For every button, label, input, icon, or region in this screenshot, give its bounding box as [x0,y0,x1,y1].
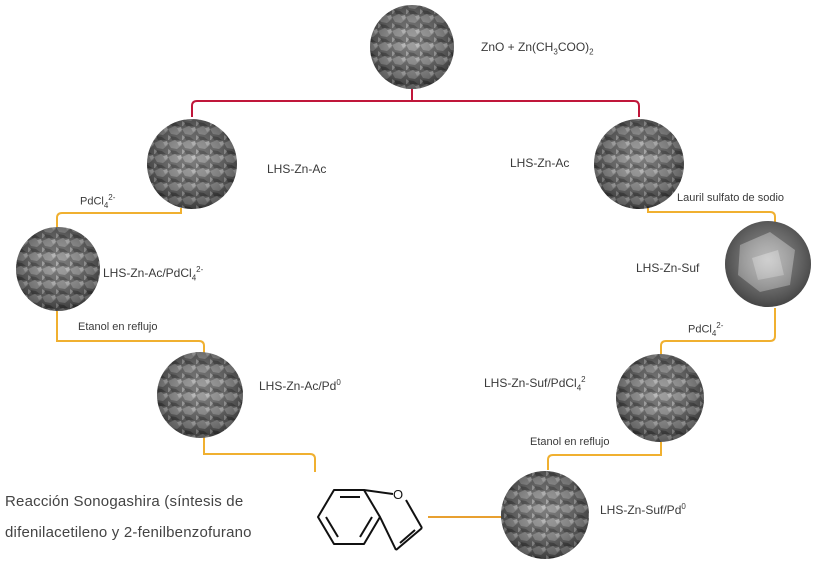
label-right-pdcl: LHS-Zn-Suf/PdCl42 [484,375,586,393]
oxygen-atom: O [393,487,404,502]
left-connectors [56,208,316,472]
label-right-suf: LHS-Zn-Suf [636,261,700,275]
label-start: ZnO + Zn(CH3COO)2 [481,40,594,57]
right-connectors [547,208,776,470]
sem-image-right-suf [725,221,811,307]
sem-image-left-ac [147,119,237,209]
caption-right-lauril: Lauril sulfato de sodio [677,192,785,204]
sem-image-start [370,5,454,89]
label-right-pd0: LHS-Zn-Suf/Pd0 [600,502,686,517]
caption-right-etanol: Etanol en reflujo [530,436,610,448]
sem-image-left-pdcl [16,227,100,311]
label-right-ac: LHS-Zn-Ac [510,156,570,170]
sem-image-left-pd0 [157,352,243,438]
reaction-line-2: difenilacetileno y 2-fenilbenzofurano [5,524,252,541]
label-left-ac: LHS-Zn-Ac [267,162,327,176]
caption-right-pdcl4: PdCl42- [688,321,724,338]
sem-image-right-pd0 [501,471,589,559]
caption-left-etanol: Etanol en reflujo [78,321,158,333]
sem-image-right-ac [594,119,684,209]
benzofuran-structure [317,489,423,551]
top-connector [191,88,640,117]
sem-image-right-pdcl [616,354,704,442]
label-left-pd0: LHS-Zn-Ac/Pd0 [259,378,341,393]
caption-left-pdcl4: PdCl42- [80,193,116,210]
reaction-line-1: Reacción Sonogashira (síntesis de [5,493,244,510]
label-left-pdcl: LHS-Zn-Ac/PdCl42- [103,265,204,283]
